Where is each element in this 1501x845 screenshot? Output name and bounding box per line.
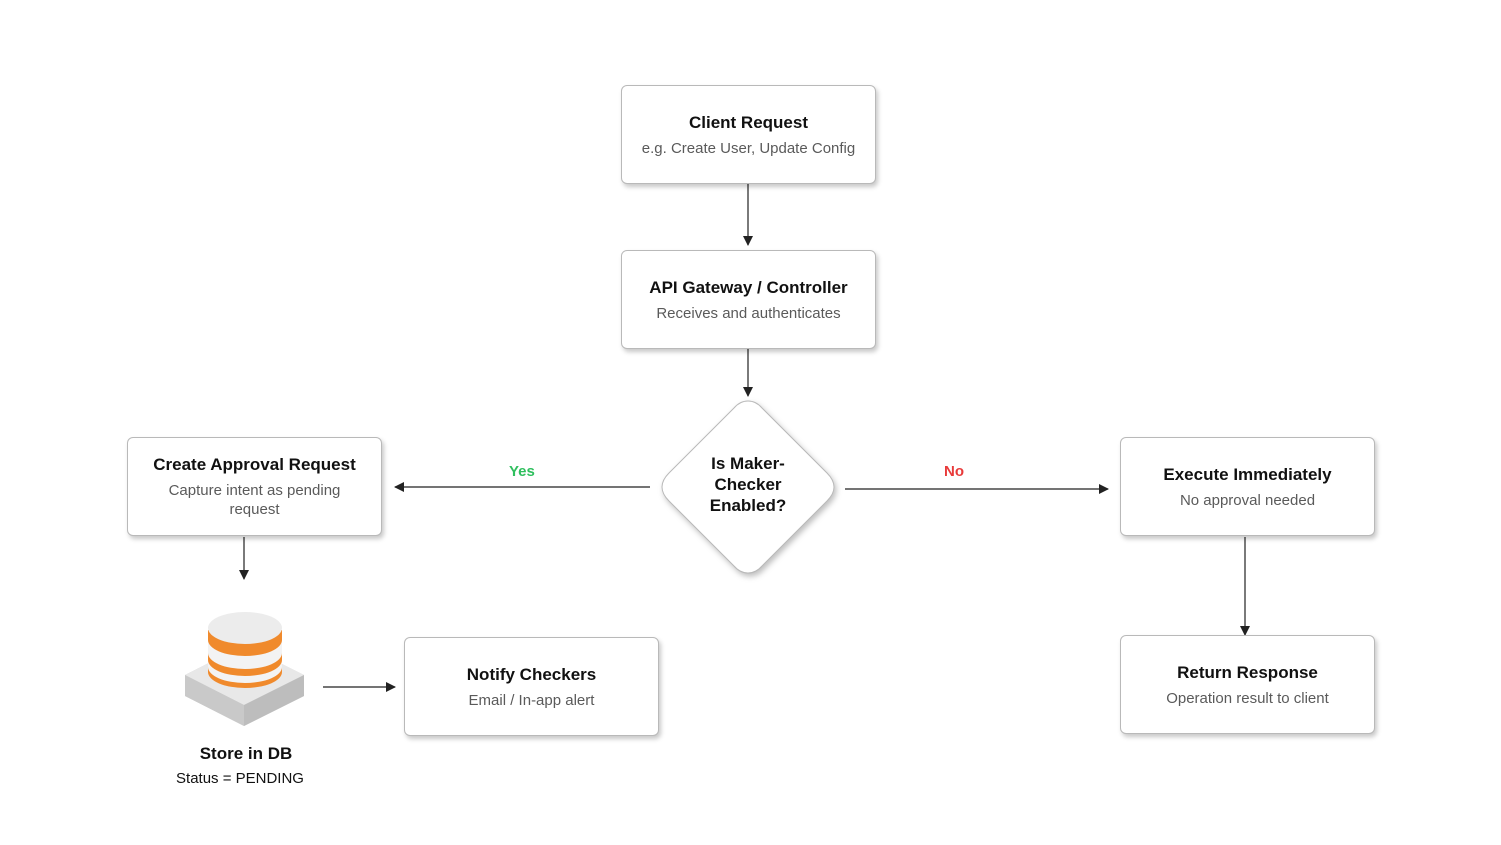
node-title: Notify Checkers [466, 664, 597, 684]
node-title: Return Response [1177, 662, 1318, 682]
yes-edge-label: Yes [509, 463, 535, 480]
node-subtitle: e.g. Create User, Update Config [641, 139, 856, 157]
database-icon [185, 612, 304, 726]
decision-label: Is Maker-Checker Enabled? [709, 454, 787, 515]
no-edge-label: No [944, 463, 964, 480]
create-approval-node: Create Approval Request Capture intent a… [127, 437, 382, 536]
store-db-status: Status = PENDING [176, 770, 304, 787]
client-request-node: Client Request e.g. Create User, Update … [621, 85, 876, 184]
execute-immediately-node: Execute Immediately No approval needed [1120, 437, 1375, 536]
node-title: Create Approval Request [153, 455, 356, 474]
node-title: Client Request [688, 112, 809, 132]
decision-diamond [661, 400, 835, 574]
node-subtitle: Email / In-app alert [468, 691, 595, 709]
node-subtitle: Receives and authenticates [656, 304, 841, 322]
api-gateway-node: API Gateway / Controller Receives and au… [621, 250, 876, 349]
node-subtitle: No approval needed [1179, 491, 1316, 509]
return-response-node: Return Response Operation result to clie… [1120, 635, 1375, 734]
node-subtitle: Operation result to client [1166, 689, 1329, 707]
store-db-title: Store in DB [199, 744, 293, 763]
notify-checkers-node: Notify Checkers Email / In-app alert [404, 637, 659, 736]
node-title: Execute Immediately [1163, 464, 1332, 484]
node-subtitle: Capture intent as pending request [168, 482, 341, 518]
node-title: API Gateway / Controller [649, 277, 848, 297]
